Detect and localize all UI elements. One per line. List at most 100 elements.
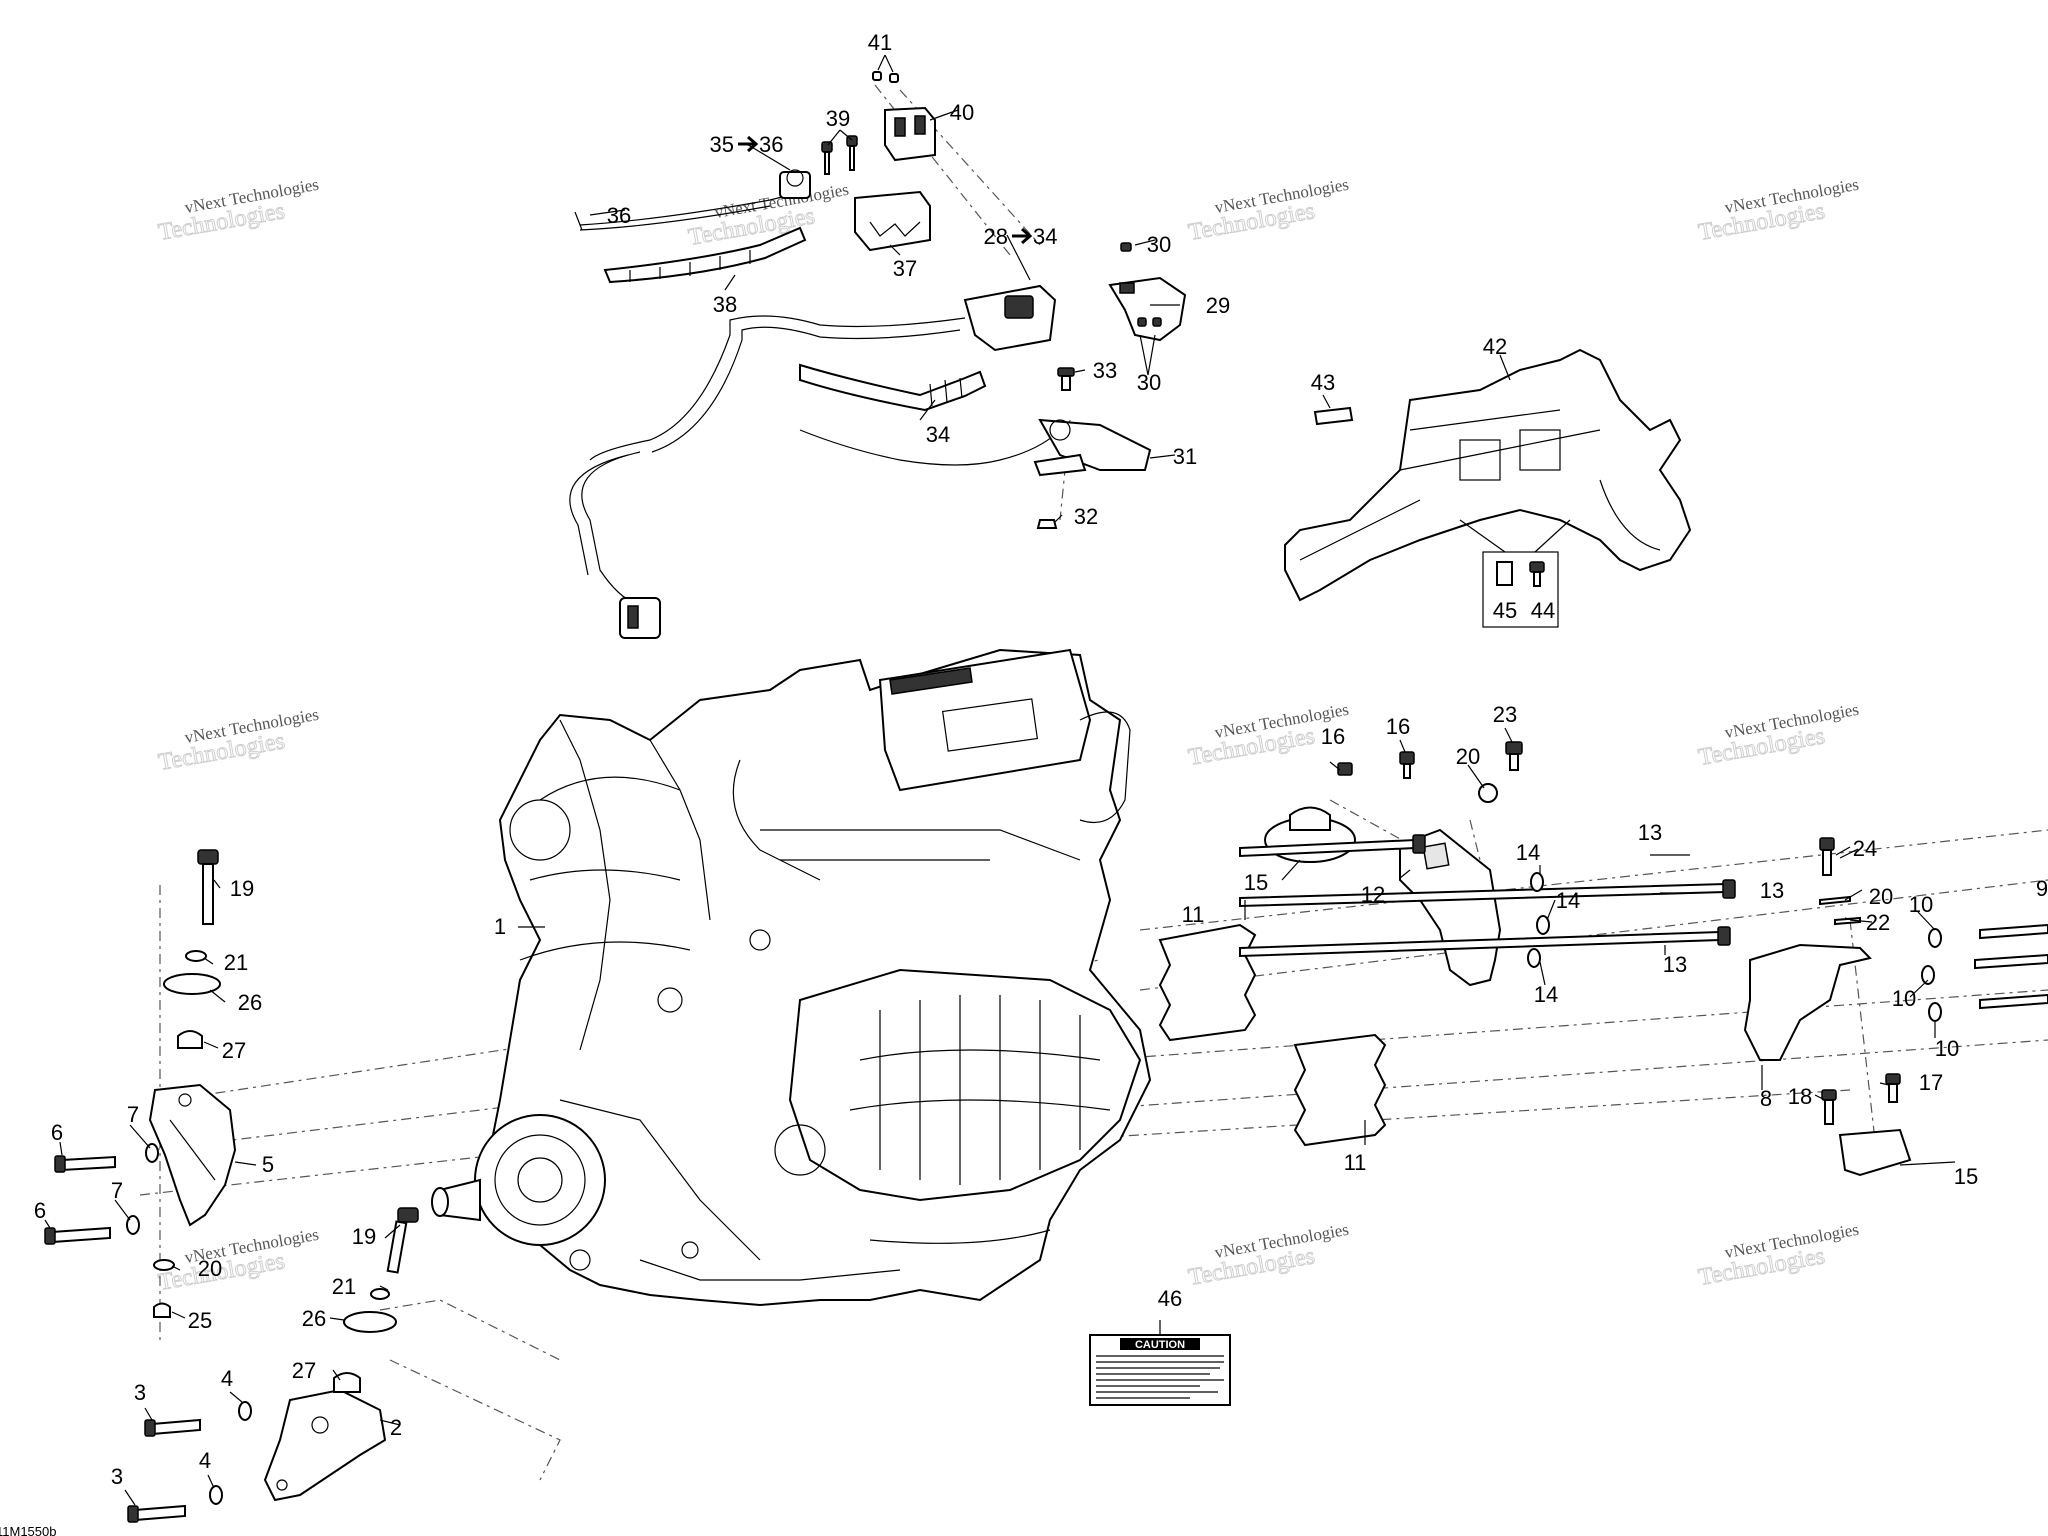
callout-13: 13 [1760,878,1784,903]
callout-24: 24 [1853,836,1877,861]
small-fasteners-right [1337,741,1901,1125]
callout-31: 31 [1173,444,1197,469]
watermark-bottom-right-1: Technologies vNext Technologies [1186,1220,1350,1292]
arrow-right-icon [1012,227,1033,245]
callout-20: 20 [198,1256,222,1281]
callout-16: 16 [1386,714,1410,739]
bracket-29 [1108,276,1187,342]
callout-20: 20 [1869,884,1893,909]
engine-assembly [431,648,1152,1307]
callout-37: 37 [893,256,917,281]
watermark-top-right-1: Technologies vNext Technologies [1186,175,1350,247]
callout-30: 30 [1137,370,1161,395]
callout-20: 20 [1456,744,1480,769]
harness-sleeve-38 [603,226,807,284]
pin-43 [1313,406,1354,426]
callout-22: 22 [1866,910,1890,935]
watermark-mid-left: Technologies vNext Technologies [156,705,320,777]
harness-main [569,315,966,639]
callout-13: 13 [1663,952,1687,977]
callout-45: 45 [1493,598,1517,623]
callout-33: 33 [1093,358,1117,383]
callout-38: 38 [713,292,737,317]
intake-ribs [849,995,1111,1185]
watermark-mid-right-2: Technologies vNext Technologies [1696,700,1860,772]
callout-27: 27 [222,1038,246,1063]
watermark-top-right-2: Technologies vNext Technologies [1696,175,1860,247]
svg-text:28: 28 [984,224,1008,249]
callout-21: 21 [332,1274,356,1299]
callout-1: 1 [494,914,506,939]
callout-10: 10 [1892,986,1916,1011]
callout-42: 42 [1483,334,1507,359]
callout-10: 10 [1935,1036,1959,1061]
cover-37 [854,190,931,252]
callout-4: 4 [221,1366,233,1391]
sensor-wire-31 [799,418,1152,477]
callout-labels: 1 2 3 3 4 4 5 6 6 7 7 8 9 10 10 10 11 11… [34,30,2048,1489]
callout-7: 7 [127,1102,139,1127]
hose-34 [799,363,987,412]
callout-40: 40 [950,100,974,125]
callout-19: 19 [230,876,254,901]
callout-30: 30 [1147,232,1171,257]
callout-36: 36 [607,203,631,228]
callout-35-range: 35 36 [710,132,784,157]
bolts-left [44,1143,252,1523]
callout-32: 32 [1074,504,1098,529]
clip-40 [884,106,936,162]
callout-11: 11 [1182,902,1205,927]
callout-17: 17 [1919,1070,1943,1095]
callout-28-range: 28 34 [984,224,1058,249]
callout-3: 3 [134,1380,146,1405]
callout-14: 14 [1556,888,1580,913]
callout-13: 13 [1638,820,1662,845]
screws-30 [1120,242,1162,327]
figure-code: 11M1550b [0,1524,56,1536]
fastener-box-44-45 [1459,519,1571,628]
callout-3: 3 [111,1464,123,1489]
mount-8 [1743,943,1872,1061]
watermark-bottom-right-2: Technologies vNext Technologies [1696,1220,1860,1292]
mount-15-lower [1838,1128,1912,1177]
callout-29: 29 [1206,293,1230,318]
callout-34: 34 [926,422,950,447]
arrow-right-icon [738,135,759,153]
callout-19: 19 [352,1224,376,1249]
callout-26: 26 [302,1306,326,1331]
callout-6: 6 [34,1198,46,1223]
callout-15: 15 [1954,1164,1978,1189]
callout-8: 8 [1760,1086,1772,1111]
nut-washer-left [153,1259,175,1318]
svg-text:34: 34 [1033,224,1057,249]
callout-7: 7 [111,1178,123,1203]
screws-41 [872,71,899,83]
caution-label: CAUTION [1089,1334,1231,1406]
bolt-33 [1057,367,1075,391]
washers-14-10 [1527,872,1942,1022]
watermark-top-left: Technologies vNext Technologies [156,175,320,247]
caution-label-title: CAUTION [1135,1339,1185,1351]
callout-25: 25 [188,1308,212,1333]
watermark-bottom-left: Technologies vNext Technologies [156,1225,320,1297]
callout-46: 46 [1158,1286,1182,1311]
spacer-11-lower [1293,1033,1387,1147]
front-engine-mount [148,1083,237,1227]
long-bolts-13 [1239,834,1736,958]
callout-14: 14 [1534,982,1558,1007]
svg-text:36: 36 [759,132,783,157]
sensor-36 [574,169,811,231]
connector-28 [963,284,1057,352]
callout-14: 14 [1516,840,1540,865]
callout-23: 23 [1493,702,1517,727]
callout-4: 4 [199,1448,211,1473]
frame-42 [1284,348,1692,602]
mount-stack-lower [333,1207,419,1393]
rear-engine-mount [263,1388,387,1502]
callout-44: 44 [1531,598,1555,623]
svg-text:35: 35 [710,132,734,157]
callout-41: 41 [868,30,892,55]
nut-32 [1036,519,1058,529]
spacer-11-upper [1158,923,1257,1042]
